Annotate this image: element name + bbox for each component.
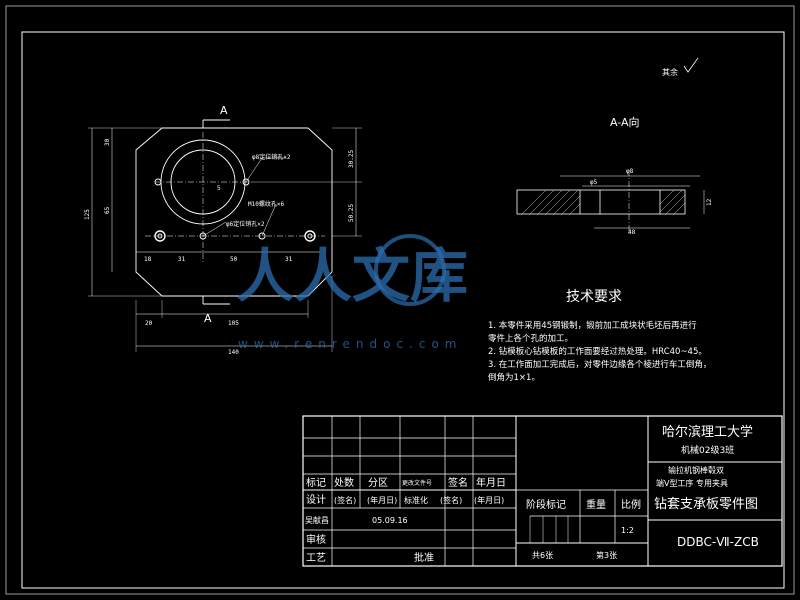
project-line-2: 端V型工序 专用夹具 [656,478,728,488]
tb-mark: 标记 [306,477,326,489]
tb-approve: 批准 [414,551,434,564]
pin-hole-right [242,178,250,186]
section-view: A-A向 φ8 φ5 48 12 [516,115,713,236]
callout-bottom-holes: φ6定位销孔×2 [226,220,265,228]
m10-hole-3 [304,230,316,242]
watermark-logo-icon [374,234,446,306]
tb-std-sign: (签名) [440,495,462,505]
tech-item-3b: 倒角为1×1。 [488,372,540,383]
tb-design-sign: (签名) [334,495,356,505]
dim-right-b: 50.25 [348,204,355,222]
tb-review: 审核 [306,533,326,546]
dim-105: 105 [228,320,239,327]
outer-frame [5,5,795,595]
watermark: 人人文库 www.renrendoc.com [236,234,468,351]
roughness-label: 其余 [662,67,678,77]
tb-date: 年月日 [476,476,506,489]
drawing-border [21,31,785,589]
tech-item-1b: 零件上各个孔的加工。 [488,333,573,344]
section-view-title: A-A向 [610,115,640,129]
m10-hole-1 [154,230,166,242]
tb-scale: 比例 [621,498,641,511]
section-dim-right: 12 [706,198,713,206]
section-dim-top: φ8 [626,168,634,175]
school-name: 哈尔滨理工大学 [662,424,753,440]
dim-height: 125 [84,209,91,220]
dim-overall-width: 140 [228,349,239,356]
dim-30: 30 [104,138,111,146]
tb-sheet-no: 第3张 [596,550,617,560]
tb-change-doc: 更改文件号 [402,479,432,487]
technical-requirements: 技术要求 1. 本零件采用45钢锻制，锻前加工成块状毛坯后再进行 零件上各个孔的… [488,289,711,383]
dim-20: 20 [145,320,153,327]
dim-r5: 5 [217,185,221,192]
tech-title: 技术要求 [566,289,622,305]
section-outline [516,189,686,215]
dim-31b: 31 [285,256,293,263]
tb-standardize: 标准化 [404,495,428,505]
tb-scale-value: 1:2 [621,526,634,535]
tb-count: 处数 [334,476,354,489]
section-label-top: A [220,104,228,117]
tech-item-2: 2. 钻模板心钻模板的工作面要经过热处理。HRC40~45。 [488,346,707,357]
title-block [302,415,783,567]
tb-total-sheets: 共6张 [532,551,553,560]
front-view-labels: φ8定位销孔×2 M10螺纹孔×6 φ6定位销孔×2 5 125 65 30 3… [84,138,355,356]
tb-zone: 分区 [368,477,388,489]
drawing-name: 钻套支承板零件图 [654,496,758,512]
m10-hole-1-core [157,233,163,239]
bottom-pin-hole [199,232,207,240]
section-dim-bottom: 48 [628,229,636,236]
roughness-note: 其余 [662,57,699,77]
class-name: 机械02级3班 [681,444,734,456]
tb-designer: 吴献昌 [305,515,329,525]
plate-outline [135,127,333,297]
leader-top-holes [245,157,263,183]
callout-top-holes: φ8定位销孔×2 [252,153,291,161]
roughness-check-icon [683,57,699,73]
dim-31a: 31 [178,256,186,263]
leader-bottom-holes [202,221,227,237]
tb-design: 设计 [306,493,326,506]
tech-item-3: 3. 在工作面加工完成后，对零件边缘各个棱进行车工倒角， [488,359,711,370]
watermark-url: www.renrendoc.com [238,337,462,351]
title-block-frame [302,415,783,567]
tech-item-1: 1. 本零件采用45钢锻制，锻前加工成块状毛坯后再进行 [488,320,697,331]
m10-hole-3-core [307,233,313,239]
pin-hole-left [154,178,162,186]
project-line-1: 输拉机钢棒毂双 [668,465,724,475]
dim-50: 50 [230,256,238,263]
section-dim-mid: φ5 [590,179,598,186]
drawing-code: DDBC-Ⅶ-ZCB [677,535,759,549]
tb-design-date: (年月日) [367,495,397,505]
leader-m10 [261,203,277,237]
dim-65: 65 [104,206,111,214]
title-block-text: 哈尔滨理工大学 机械02级3班 输拉机钢棒毂双 端V型工序 专用夹具 钻套支承板… [305,424,759,564]
tb-weight: 重量 [586,498,606,511]
tb-sign: 签名 [448,476,468,489]
watermark-text: 人人文库 [236,242,468,310]
section-label-bottom: A [204,312,212,325]
dim-right-a: 30.25 [348,150,355,168]
tb-design-date-value: 05.09.16 [372,516,408,525]
tb-stage: 阶段标记 [526,498,566,511]
section-hatching [521,189,686,215]
callout-m10: M10螺纹孔×6 [248,200,284,208]
front-view: A A [88,104,362,352]
tb-std-date: (年月日) [474,495,504,505]
dim-18: 18 [144,256,152,263]
tb-process: 工艺 [306,552,326,564]
m10-hole-2 [258,232,266,240]
